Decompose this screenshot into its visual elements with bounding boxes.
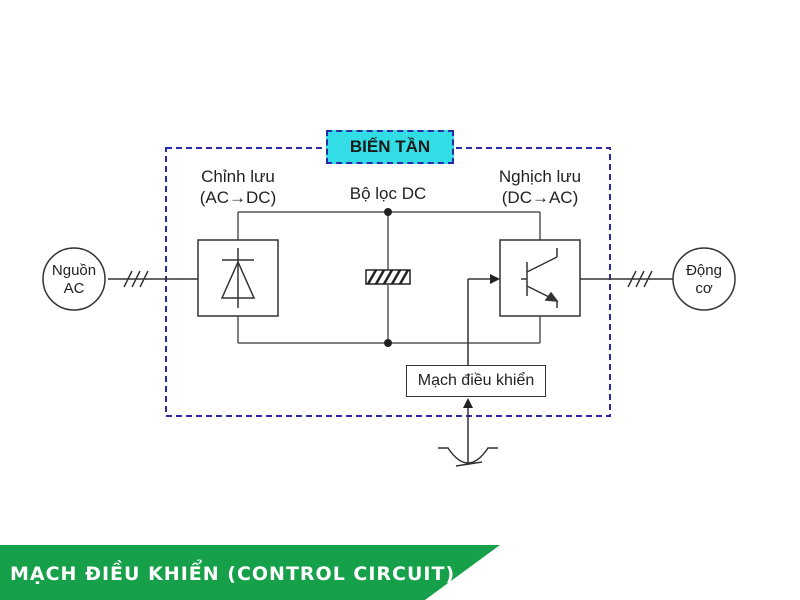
rectifier-label: Chỉnh lưu (AC→DC) [180,166,296,208]
ac-source-line2: AC [63,280,85,297]
junction-bottom [384,339,392,347]
control-input-arrowhead-icon [463,398,473,408]
control-circuit-box: Mạch điều khiển [406,365,546,397]
ac-source-label: Nguồn AC [51,262,97,298]
rectifier-sub: (AC→DC) [199,188,277,207]
igbt-transistor-icon [521,248,559,308]
motor-line1: Động [686,262,722,279]
three-phase-marks-output [627,270,653,288]
control-arrowhead-icon [490,274,500,284]
control-signal-line [467,278,492,365]
inverter-stage-name: Nghịch lưu [498,167,582,186]
inverter-stage-label: Nghịch lưu (DC→AC) [478,166,602,208]
inverter-stage-sub: (DC→AC) [501,188,579,207]
caption-banner-text: MẠCH ĐIỀU KHIỂN (CONTROL CIRCUIT) [10,563,456,585]
caption-banner [0,545,500,600]
inverter-stage-block [499,239,581,317]
diode-icon [220,248,256,308]
junction-top [384,208,392,216]
ac-source-line1: Nguồn [51,262,97,279]
three-phase-marks-input [123,270,149,288]
ac-source-circle [42,247,106,311]
operator-input-icon [438,447,498,467]
rectifier-name: Chỉnh lưu [201,167,275,186]
inverter-title-box: BIẾN TẦN [326,130,454,164]
dc-filter-label: Bộ lọc DC [349,184,427,203]
motor-line2: cơ [695,280,713,297]
motor-circle [672,247,736,311]
dc-capacitor-icon [365,265,411,290]
motor-label: Động cơ [681,262,727,298]
